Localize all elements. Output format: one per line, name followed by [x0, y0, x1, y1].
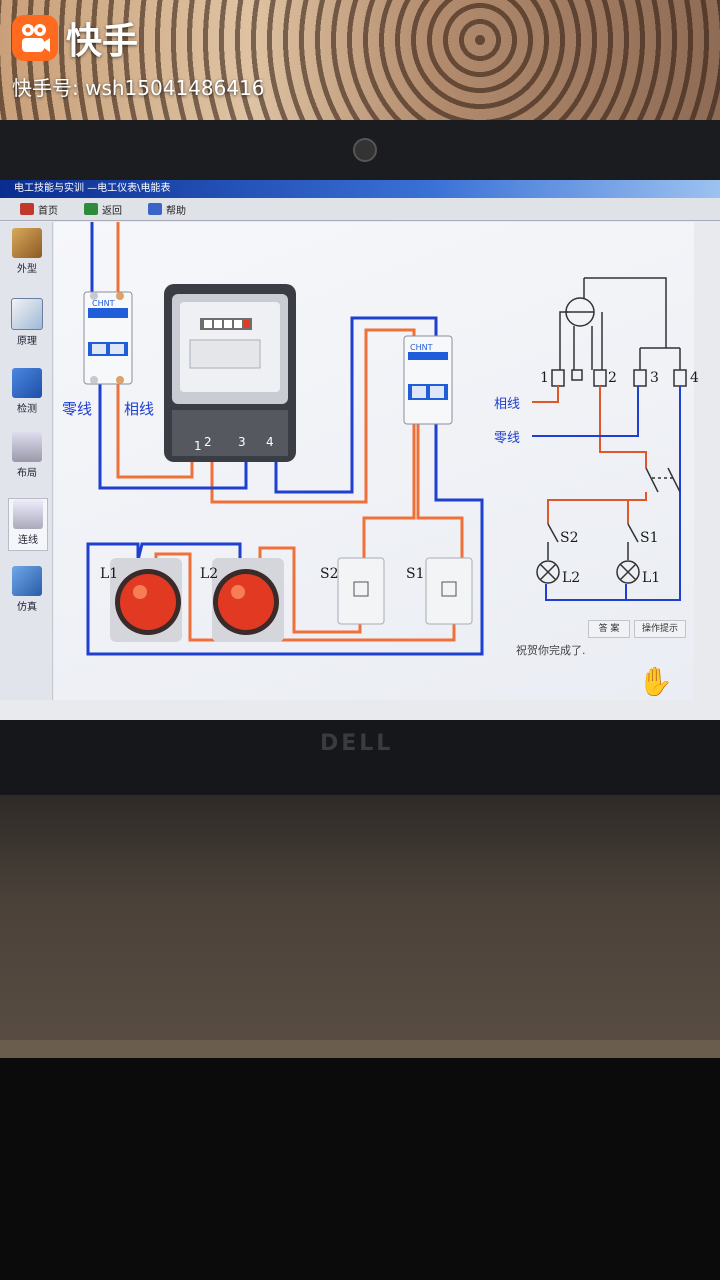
- kuaishou-logo: 快手: [12, 12, 138, 64]
- laptop-screen: 电工技能与实训 —电工仪表\电能表 首页 返回 帮助 外型 原理 检测: [0, 180, 720, 720]
- laptop-brand: DELL: [320, 731, 394, 756]
- layout-icon: [12, 432, 42, 462]
- back-icon: [84, 203, 98, 215]
- branch-breaker: CHNT: [403, 335, 453, 425]
- laptop-deck-edge: [0, 1040, 720, 1058]
- help-icon: [148, 203, 162, 215]
- sidebar: 外型 原理 检测 布局 连线 仿真: [0, 222, 53, 700]
- home-icon: [20, 203, 34, 215]
- switch-label-s1: S1: [406, 566, 425, 582]
- simulate-icon: [12, 566, 42, 596]
- schematic-lamp-l2: L2: [562, 570, 580, 586]
- wiring-icon: [13, 499, 43, 529]
- schematic-phase-wires: [532, 386, 647, 524]
- sidebar-item-detect[interactable]: 检测: [8, 368, 46, 415]
- window-titlebar: 电工技能与实训 —电工仪表\电能表: [0, 180, 720, 198]
- schematic-switches: [536, 467, 681, 584]
- account-id: 快手号: wsh15041486416: [12, 76, 265, 100]
- webcam-icon: [353, 138, 377, 162]
- toolbar: 首页 返回 帮助: [0, 198, 720, 221]
- schematic-diagram: [551, 277, 687, 387]
- phase-label: 相线: [124, 400, 154, 418]
- schematic-terminal-1: 1: [540, 370, 549, 386]
- schematic-lamp-l1: L1: [642, 570, 660, 586]
- app-name: 快手: [66, 21, 139, 62]
- schematic-phase-label: 相线: [494, 397, 520, 412]
- status-message: 祝贺你完成了.: [516, 644, 586, 657]
- neutral-label: 零线: [62, 400, 92, 418]
- sidebar-item-simulate[interactable]: 仿真: [8, 566, 46, 613]
- laptop-bezel-bottom: [0, 720, 720, 800]
- lamp-l1: [110, 558, 182, 642]
- answer-button[interactable]: 答 案: [588, 620, 630, 638]
- hint-button[interactable]: 操作提示: [634, 620, 686, 638]
- switch-s1: [425, 557, 473, 625]
- switch-label-s2: S2: [320, 566, 339, 582]
- lamp-label-l2: L2: [200, 566, 218, 582]
- schematic-terminal-2: 2: [608, 370, 617, 386]
- meter-terminal-4: 4: [266, 435, 274, 449]
- schematic-terminal-4: 4: [690, 370, 699, 386]
- kuaishou-logo-icon: [12, 15, 58, 61]
- wiring-canvas: CHNT 零线 相线: [54, 222, 699, 700]
- sidebar-item-appearance[interactable]: 外型: [8, 228, 46, 275]
- box-icon: [12, 228, 42, 258]
- schematic-neutral-label: 零线: [494, 431, 520, 446]
- principle-icon: [11, 298, 43, 330]
- back-button[interactable]: 返回: [78, 200, 128, 218]
- help-button[interactable]: 帮助: [142, 200, 192, 218]
- schematic-switch-s2: S2: [560, 530, 579, 546]
- laptop-deck: [0, 795, 720, 1055]
- background-wall: [0, 0, 720, 125]
- energy-meter: 1 2 3 4: [164, 284, 296, 462]
- sidebar-item-wiring[interactable]: 连线: [8, 498, 48, 551]
- window-title: 电工技能与实训 —电工仪表\电能表: [14, 183, 171, 194]
- switch-s2: [337, 557, 385, 625]
- lamp-l2: [212, 558, 284, 642]
- thumbs-up-icon: ✋: [638, 665, 673, 698]
- schematic-terminal-3: 3: [650, 370, 659, 386]
- phase-wires: [116, 222, 464, 642]
- meter-terminal-2: 2: [204, 435, 212, 449]
- breaker-brand-left: CHNT: [92, 299, 115, 308]
- meter-terminal-1: 1: [194, 439, 202, 453]
- sidebar-item-layout[interactable]: 布局: [8, 432, 46, 479]
- breaker-brand-right: CHNT: [410, 343, 433, 352]
- detect-icon: [12, 368, 42, 398]
- schematic-switch-s1: S1: [640, 530, 659, 546]
- schematic-neutral-wires: [532, 386, 681, 601]
- main-breaker: CHNT: [83, 291, 133, 385]
- sidebar-item-principle[interactable]: 原理: [8, 298, 46, 347]
- home-button[interactable]: 首页: [14, 200, 64, 218]
- lamp-label-l1: L1: [100, 566, 118, 582]
- meter-terminal-3: 3: [238, 435, 246, 449]
